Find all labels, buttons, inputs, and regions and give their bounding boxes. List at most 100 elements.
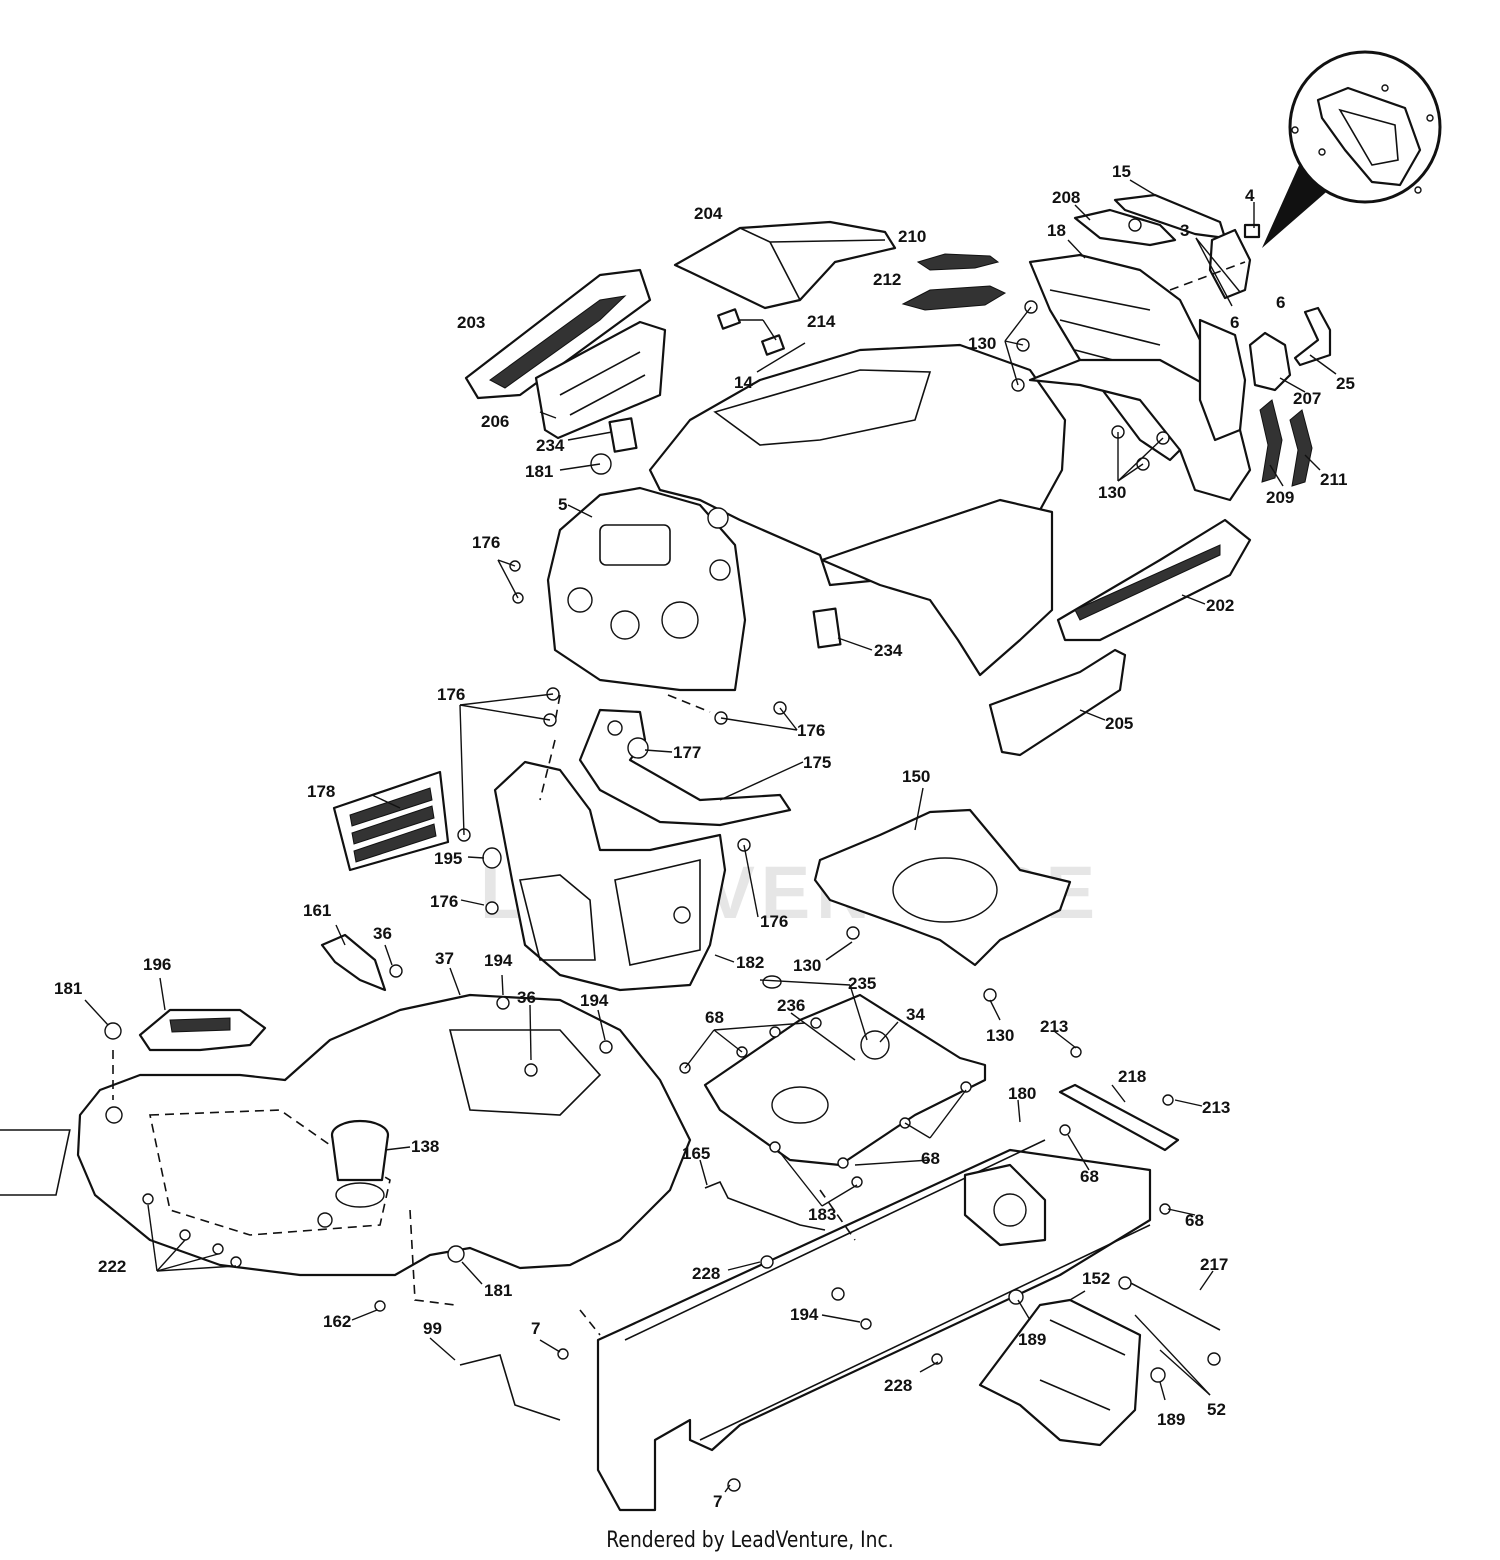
callout-161: 161	[303, 901, 331, 920]
callout-176-right: 176	[797, 721, 825, 740]
part-knob-161	[320, 933, 387, 992]
callout-6-right: 6	[1276, 293, 1285, 312]
part-hood-14	[648, 343, 1067, 677]
callout-7-top: 7	[531, 1319, 540, 1338]
callout-130-under: 130	[793, 956, 821, 975]
callout-68-bracket: 68	[1080, 1167, 1099, 1186]
callout-34: 34	[906, 1005, 925, 1024]
part-decal-234-top	[608, 417, 638, 453]
part-grommet-235	[762, 975, 782, 989]
callout-99: 99	[423, 1319, 442, 1338]
callout-209: 209	[1266, 488, 1294, 507]
callout-236: 236	[777, 996, 805, 1015]
callout-6-lower: 6	[1230, 313, 1239, 332]
callout-182: 182	[736, 953, 764, 972]
callout-208: 208	[1052, 188, 1080, 207]
callout-25: 25	[1336, 374, 1355, 393]
callout-162: 162	[323, 1312, 351, 1331]
leader-lines	[84, 179, 1337, 1493]
callout-138: 138	[411, 1137, 439, 1156]
callout-14: 14	[734, 373, 753, 392]
part-panel-208	[1073, 208, 1177, 247]
callout-234-top: 234	[536, 436, 565, 455]
callout-196: 196	[143, 955, 171, 974]
callout-4: 4	[1245, 186, 1255, 205]
callout-181-left: 181	[54, 979, 82, 998]
callout-130-hood: 130	[968, 334, 996, 353]
fasteners	[104, 300, 1221, 1492]
callout-3: 3	[1180, 221, 1189, 240]
callout-235: 235	[848, 974, 876, 993]
part-grille-front-frame	[1028, 318, 1252, 502]
part-lens-207	[1248, 331, 1292, 392]
callout-52: 52	[1207, 1400, 1226, 1419]
part-grille-202	[1056, 518, 1252, 642]
callout-207: 207	[1293, 389, 1321, 408]
part-mesh-209	[1259, 399, 1283, 483]
part-grille-mesh-212	[901, 285, 1007, 311]
callout-7-bottom: 7	[713, 1492, 722, 1511]
part-grille-top-204	[673, 220, 897, 310]
callout-180: 180	[1008, 1084, 1036, 1103]
part-under-panel-150	[813, 808, 1072, 967]
callout-68-plate: 68	[705, 1008, 724, 1027]
callout-165: 165	[682, 1144, 710, 1163]
part-vent-178	[332, 770, 450, 872]
callout-213-top: 213	[1040, 1017, 1068, 1036]
callout-130-panel: 130	[986, 1026, 1014, 1045]
callout-181-plate: 181	[484, 1281, 512, 1300]
callout-217: 217	[1200, 1255, 1228, 1274]
callout-195: 195	[434, 849, 462, 868]
callout-181-top: 181	[525, 462, 553, 481]
part-guard-152	[978, 1298, 1142, 1447]
part-dash-panel-5	[546, 486, 747, 692]
callout-130-front: 130	[1098, 483, 1126, 502]
callout-178: 178	[307, 782, 335, 801]
part-grille-mesh-210	[916, 253, 1000, 271]
callout-211: 211	[1320, 470, 1347, 489]
callout-202: 202	[1206, 596, 1234, 615]
callout-228-right: 228	[884, 1376, 912, 1395]
callout-194-frame: 194	[790, 1305, 819, 1324]
part-bracket-218	[1058, 1083, 1180, 1152]
assembly-dashed-lines	[112, 261, 1246, 1336]
callout-210: 210	[898, 227, 926, 246]
part-plug-181-top	[590, 453, 729, 529]
footer-credit: Rendered by LeadVenture, Inc.	[606, 1528, 894, 1553]
callout-189-left: 189	[1018, 1330, 1046, 1349]
part-bracket-206	[534, 320, 667, 440]
callout-labels: 204 210 212 214 203 206 234 14 181 5 176…	[54, 162, 1355, 1511]
callout-177: 177	[673, 743, 701, 762]
callout-222: 222	[98, 1257, 126, 1276]
callout-203: 203	[457, 313, 485, 332]
part-clip-4	[1243, 223, 1261, 239]
callout-176-console-right: 176	[760, 912, 788, 931]
part-rod-217	[1124, 1279, 1221, 1331]
callout-194-right: 194	[580, 991, 609, 1010]
callout-213-right: 213	[1202, 1098, 1230, 1117]
part-cup-holder-138	[330, 1119, 390, 1208]
callout-189-right: 189	[1157, 1410, 1185, 1429]
callout-176-console: 176	[430, 892, 458, 911]
callout-36-right: 36	[517, 988, 536, 1007]
callout-204: 204	[694, 204, 723, 223]
callout-68-plate-lower: 68	[921, 1149, 940, 1168]
part-bracket-3	[1208, 228, 1252, 300]
part-bumper-205	[988, 648, 1127, 757]
part-rod-99	[459, 1354, 561, 1421]
part-seat-plate-196	[138, 1008, 267, 1052]
callout-214: 214	[807, 312, 836, 331]
callout-37: 37	[435, 949, 454, 968]
callout-175: 175	[803, 753, 831, 772]
part-grommet-177	[627, 737, 649, 759]
callout-218: 218	[1118, 1067, 1146, 1086]
part-bracket-175	[578, 708, 792, 827]
callout-15: 15	[1112, 162, 1131, 181]
part-mount-plate-34	[703, 993, 987, 1167]
callout-5: 5	[558, 495, 567, 514]
part-frame-180	[596, 1139, 1152, 1512]
inset-magnifier	[1262, 50, 1442, 248]
callout-152: 152	[1082, 1269, 1110, 1288]
callout-176-left: 176	[437, 685, 465, 704]
callout-206: 206	[481, 412, 509, 431]
